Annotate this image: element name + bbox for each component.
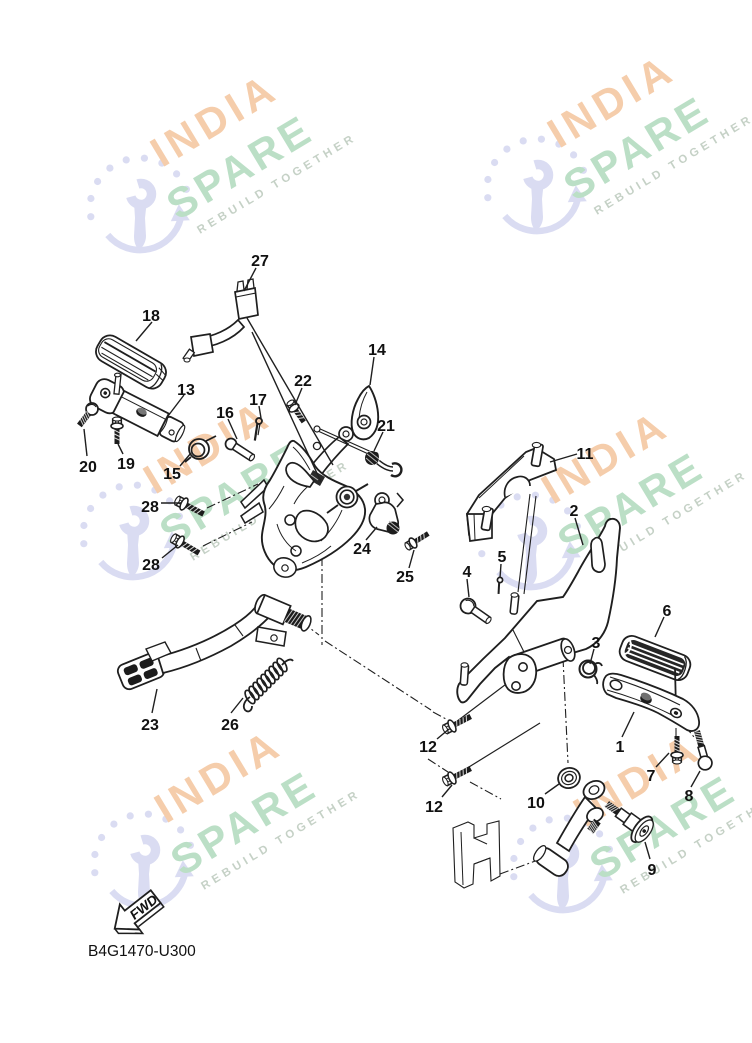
svg-text:11: 11 xyxy=(577,446,594,463)
svg-text:24: 24 xyxy=(353,541,371,558)
svg-text:27: 27 xyxy=(251,253,269,270)
svg-text:13: 13 xyxy=(177,382,195,399)
svg-text:12: 12 xyxy=(425,799,443,816)
svg-text:4: 4 xyxy=(463,564,472,581)
svg-text:2: 2 xyxy=(570,503,579,520)
svg-text:18: 18 xyxy=(142,308,160,325)
svg-text:22: 22 xyxy=(294,373,312,390)
svg-text:23: 23 xyxy=(141,717,159,734)
svg-text:9: 9 xyxy=(648,862,657,879)
svg-text:6: 6 xyxy=(663,603,672,620)
svg-text:17: 17 xyxy=(249,392,267,409)
svg-text:14: 14 xyxy=(368,342,386,359)
svg-text:7: 7 xyxy=(647,768,656,785)
svg-text:19: 19 xyxy=(117,456,135,473)
svg-text:16: 16 xyxy=(216,405,234,422)
svg-text:3: 3 xyxy=(592,635,601,652)
svg-text:21: 21 xyxy=(377,418,395,435)
svg-text:8: 8 xyxy=(685,788,694,805)
svg-text:26: 26 xyxy=(221,717,239,734)
svg-text:12: 12 xyxy=(419,739,437,756)
svg-text:28: 28 xyxy=(141,499,159,516)
svg-text:5: 5 xyxy=(498,549,507,566)
svg-text:1: 1 xyxy=(616,739,625,756)
svg-text:10: 10 xyxy=(527,795,545,812)
svg-text:25: 25 xyxy=(396,569,414,586)
svg-text:15: 15 xyxy=(163,466,181,483)
svg-text:20: 20 xyxy=(79,459,97,476)
svg-text:B4G1470-U300: B4G1470-U300 xyxy=(88,943,196,960)
svg-text:28: 28 xyxy=(142,557,160,574)
